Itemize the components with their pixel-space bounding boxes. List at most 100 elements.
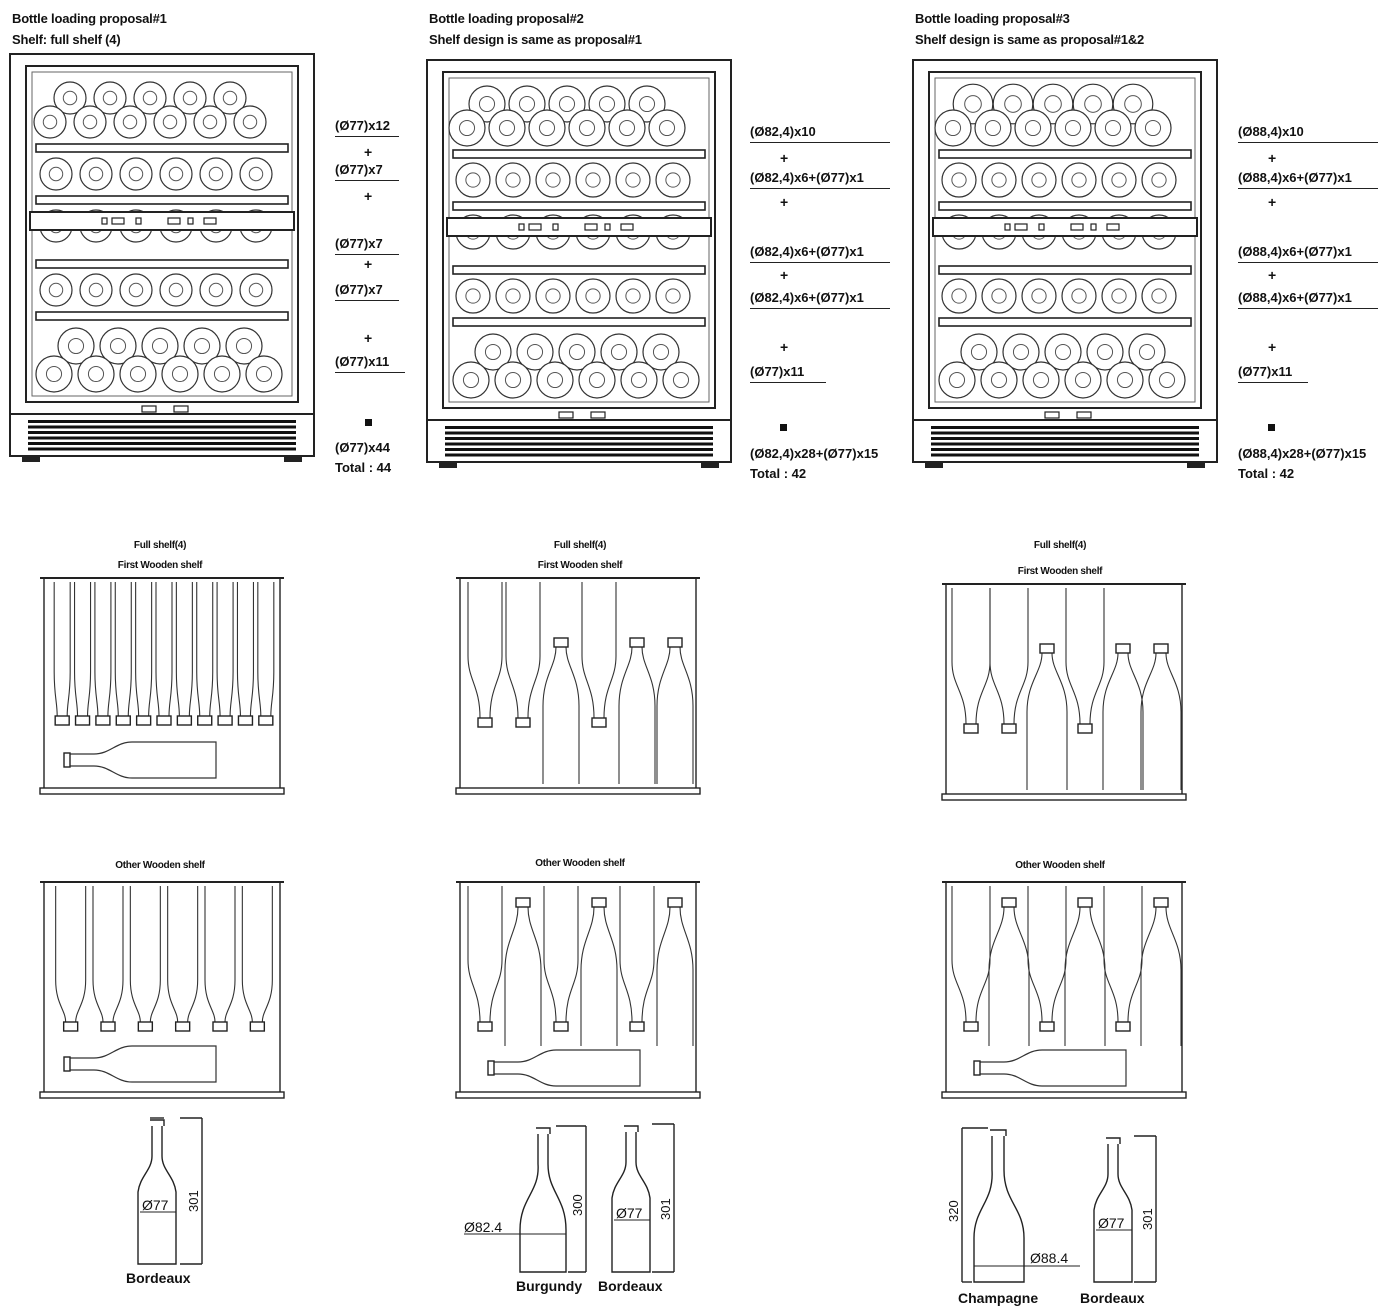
bottle-punt — [948, 371, 966, 389]
bottle-punt — [102, 90, 118, 106]
bottle-punt — [202, 114, 218, 130]
bottle-punt — [1116, 371, 1134, 389]
shelf-rail — [938, 265, 1192, 275]
bottle-outline — [1140, 652, 1182, 790]
bottle-punt — [242, 114, 258, 130]
other-shelf-caption-2: Other Wooden shelf — [535, 858, 625, 869]
bottle-cork — [1001, 897, 1017, 908]
bottle-punt — [1064, 119, 1082, 137]
bottle-punt — [142, 90, 158, 106]
bottle-punt — [465, 288, 481, 304]
bottle-end — [99, 327, 137, 365]
proposal-1-subtitle: Shelf: full shelf (4) — [12, 32, 121, 47]
shelf-rail — [35, 259, 289, 269]
bottle-punt — [1151, 288, 1167, 304]
bottle-punt — [1054, 343, 1072, 361]
bottle-cork — [74, 715, 91, 726]
equals-marker — [1268, 424, 1275, 431]
first-shelf-caption-1: First Wooden shelf — [117, 560, 203, 571]
bottle-end — [516, 333, 554, 371]
formula-line: (Ø77)x11 — [750, 364, 826, 383]
control-panel — [446, 217, 712, 237]
bottle-cork — [487, 1060, 495, 1076]
bottle-punt — [1111, 288, 1127, 304]
proposal-1-header: Bottle loading proposal#1 Shelf: full sh… — [12, 8, 167, 50]
other-shelf-view-3 — [941, 881, 1187, 1099]
bottle-cork — [62, 1021, 79, 1032]
bottle-outline — [216, 582, 234, 717]
bottle-end — [199, 157, 233, 191]
bottle-end — [455, 278, 491, 314]
shelf-base — [455, 1091, 701, 1099]
bordeaux-bottle-drawing-2: Ø77 301 — [611, 1123, 675, 1273]
bottle-outline — [204, 886, 236, 1023]
bottle-punt — [208, 282, 224, 298]
bottle-end — [1014, 109, 1052, 147]
bottle-cork — [237, 715, 254, 726]
plus-sign: + — [780, 267, 789, 283]
bottle-end — [960, 333, 998, 371]
bottle-outline — [581, 582, 617, 719]
bordeaux-diameter-label-3: Ø77 — [1098, 1215, 1125, 1231]
bottle-end — [245, 355, 283, 393]
bottle-punt — [48, 166, 64, 182]
lying-bottle — [65, 1045, 217, 1083]
bottle-end — [159, 273, 193, 307]
formula-line: (Ø82,4)x6+(Ø77)x1 — [750, 170, 890, 189]
bottle-punt — [568, 343, 586, 361]
bottle-outline — [951, 886, 991, 1023]
bottle-punt — [630, 371, 648, 389]
bottle-punt — [1024, 119, 1042, 137]
formula-line: (Ø77)x7 — [335, 162, 399, 181]
bottle-punt — [1151, 172, 1167, 188]
bottle-end — [79, 157, 113, 191]
control-icon — [203, 217, 217, 225]
bottle-cork — [176, 715, 193, 726]
bottle-outline — [951, 588, 991, 725]
bottle-punt — [1138, 343, 1156, 361]
bottle-end — [608, 109, 646, 147]
bottle-end — [474, 333, 512, 371]
bottle-punt — [465, 172, 481, 188]
lying-bottle — [489, 1049, 641, 1087]
bottle-punt — [208, 166, 224, 182]
vent-slat — [28, 447, 296, 451]
bottle-cork — [249, 1021, 266, 1032]
other-shelf-caption-1: Other Wooden shelf — [115, 860, 205, 871]
bottle-punt — [67, 337, 85, 355]
bottle-end — [1022, 361, 1060, 399]
bottle-end — [448, 109, 486, 147]
bottle-punt — [1012, 343, 1030, 361]
bottle-end — [57, 327, 95, 365]
cabinet-inner-frame — [448, 77, 710, 403]
control-icon — [620, 223, 634, 231]
bottle-punt — [585, 172, 601, 188]
bottle-name-bordeaux-1: Bordeaux — [126, 1270, 191, 1286]
vent-slat — [28, 420, 296, 423]
bottle-end — [1141, 162, 1177, 198]
proposal-1-formula: (Ø77)x12 + (Ø77)x7 + (Ø77)x7 + (Ø77)x7 +… — [335, 118, 415, 478]
bottle-outline — [167, 886, 199, 1023]
proposal-2-title: Bottle loading proposal#2 — [429, 11, 584, 26]
bottle-punt — [665, 172, 681, 188]
bottle-punt — [1074, 371, 1092, 389]
bottle-end — [535, 278, 571, 314]
bottle-cork — [1039, 643, 1055, 654]
cabinet-foot — [284, 456, 302, 462]
formula-line: (Ø82,4)x10 — [750, 124, 890, 143]
bottle-punt — [462, 371, 480, 389]
control-icon — [518, 223, 525, 231]
bottle-end — [1148, 361, 1186, 399]
shelf-rail — [452, 149, 706, 159]
bottle-end — [113, 105, 147, 139]
proposal-2-formula: (Ø82,4)x10 + (Ø82,4)x6+(Ø77)x1 + (Ø82,4)… — [750, 124, 910, 486]
lying-bottle — [975, 1049, 1127, 1087]
bottle-cork — [115, 715, 131, 726]
bottle-punt — [193, 337, 211, 355]
bottle-end — [1021, 162, 1057, 198]
bottle-end — [488, 109, 526, 147]
bottle-punt — [128, 166, 144, 182]
bottle-end — [548, 85, 586, 123]
bottle-punt — [991, 288, 1007, 304]
bottle-punt — [151, 337, 169, 355]
